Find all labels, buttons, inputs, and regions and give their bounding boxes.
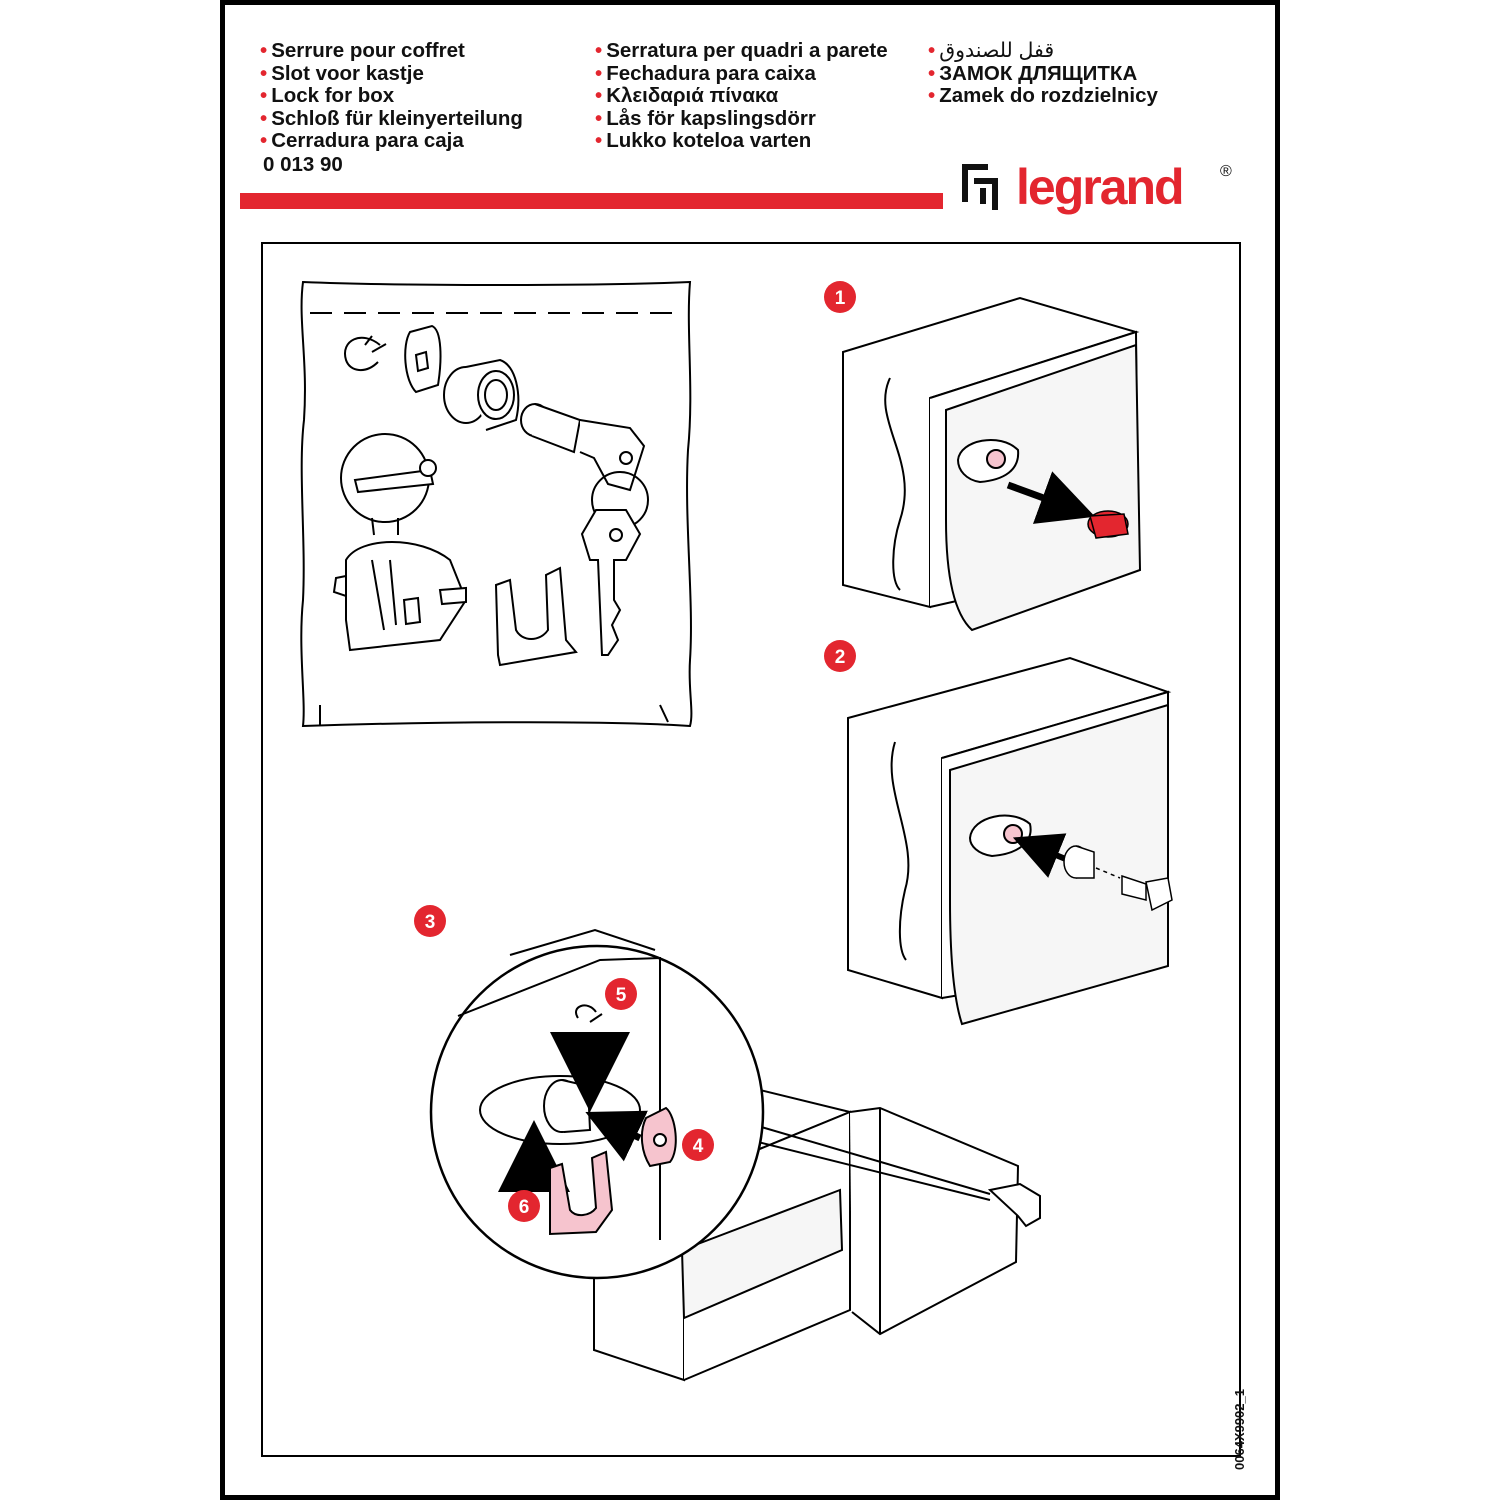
step1-plug (1087, 510, 1129, 539)
step5-badge (605, 978, 637, 1010)
spare-key-part (580, 509, 642, 656)
step2-badge (824, 640, 856, 672)
title-el: Κλειδαριά πίνακα (606, 84, 779, 107)
title-fi: Lukko koteloa varten (606, 129, 812, 152)
registered-mark: ® (1220, 163, 1232, 180)
title-ar: قفل للصندوق (939, 39, 1055, 62)
lock-housing-part (332, 541, 468, 652)
e-clip-part (344, 335, 387, 371)
parts-bag (300, 280, 693, 728)
header-red-bar (240, 193, 943, 209)
u-clip-part (494, 566, 578, 667)
title-column-2: •Serratura per quadri a parete •Fechadur… (595, 39, 888, 152)
title-es: Cerradura para caja (271, 129, 464, 152)
step4-number: 4 (693, 1136, 704, 1157)
step2-enclosure (847, 656, 1172, 1026)
step6-badge (508, 1190, 540, 1222)
step2-barrel (1063, 845, 1095, 879)
step3-number: 3 (425, 912, 436, 933)
step2-number: 2 (835, 647, 846, 668)
step1-enclosure (842, 296, 1142, 632)
step1-number: 1 (835, 288, 846, 309)
legrand-logo: legrand ® (962, 159, 1232, 215)
step6-number: 6 (519, 1197, 530, 1218)
cam-plate-part (404, 324, 442, 394)
step3-badge (414, 905, 446, 937)
legrand-mark-icon (962, 164, 998, 210)
step3-zoom-leader (757, 1125, 991, 1201)
step1-arrow (1006, 471, 1096, 524)
lock-barrel-part (443, 358, 520, 431)
title-column-1: •Serrure pour coffret •Slot voor kastje … (260, 39, 523, 152)
title-pt: Fechadura para caixa (606, 61, 816, 85)
title-column-3: •قفل للصندوق •ЗАМОК ДЛЯЩИТКА •Zamek do r… (928, 39, 1158, 107)
title-it: Serratura per quadri a parete (606, 39, 888, 62)
title-fr: Serrure pour coffret (271, 39, 465, 62)
document-id: 0064X9902_1 (1232, 1389, 1247, 1470)
step5-number: 5 (616, 985, 627, 1006)
title-sv: Lås för kapslingsdörr (606, 106, 816, 130)
title-ru: ЗАМОК ДЛЯЩИТКА (939, 61, 1138, 85)
arrow-4 (585, 1110, 648, 1162)
legrand-wordmark: legrand (1016, 159, 1183, 215)
step4-badge (682, 1129, 714, 1161)
illustration-frame (261, 242, 1241, 1457)
cylinder-key-part (520, 403, 646, 492)
product-code: 0 013 90 (263, 153, 343, 176)
u-clip-highlight (549, 1150, 614, 1236)
step1-badge (824, 281, 856, 313)
title-nl: Slot voor kastje (271, 61, 424, 85)
step2-arrow (1012, 833, 1070, 878)
step2-key-cylinder (1121, 874, 1173, 912)
title-pl: Zamek do rozdzielnicy (939, 84, 1158, 107)
cover-flap-part (340, 433, 437, 536)
title-en: Lock for box (271, 84, 395, 107)
cam-plate-highlight (640, 1106, 677, 1168)
title-de: Schloß für kleinyerteilung (271, 106, 523, 130)
